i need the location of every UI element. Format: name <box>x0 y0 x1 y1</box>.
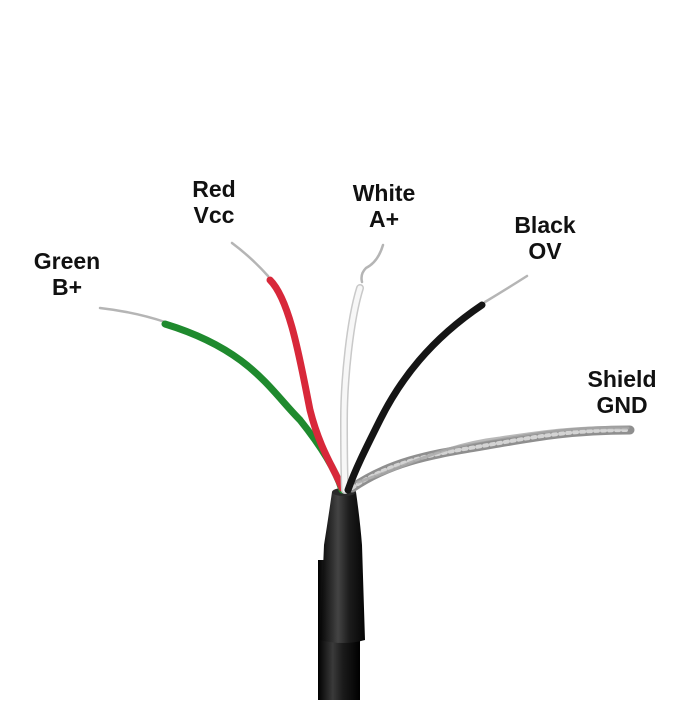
shield-wire <box>347 425 635 493</box>
shield-color-name: Shield <box>587 366 657 392</box>
green-wire-label: Green B+ <box>24 248 110 300</box>
heat-shrink-sleeve <box>320 492 365 643</box>
black-color-name: Black <box>514 212 576 238</box>
white-signal: A+ <box>368 206 400 232</box>
green-signal: B+ <box>51 274 83 300</box>
shield-signal: GND <box>596 392 648 418</box>
black-wire-label: Black OV <box>500 212 590 264</box>
red-signal: Vcc <box>193 202 235 228</box>
black-signal: OV <box>528 238 562 264</box>
red-color-name: Red <box>192 176 236 202</box>
white-wire-label: White A+ <box>338 180 430 232</box>
shield-wire-label: Shield GND <box>572 366 672 418</box>
white-color-name: White <box>352 180 416 206</box>
red-wire <box>230 241 346 492</box>
white-wire <box>339 243 385 494</box>
red-wire-label: Red Vcc <box>176 176 252 228</box>
black-wire <box>344 274 529 494</box>
green-color-name: Green <box>33 248 101 274</box>
